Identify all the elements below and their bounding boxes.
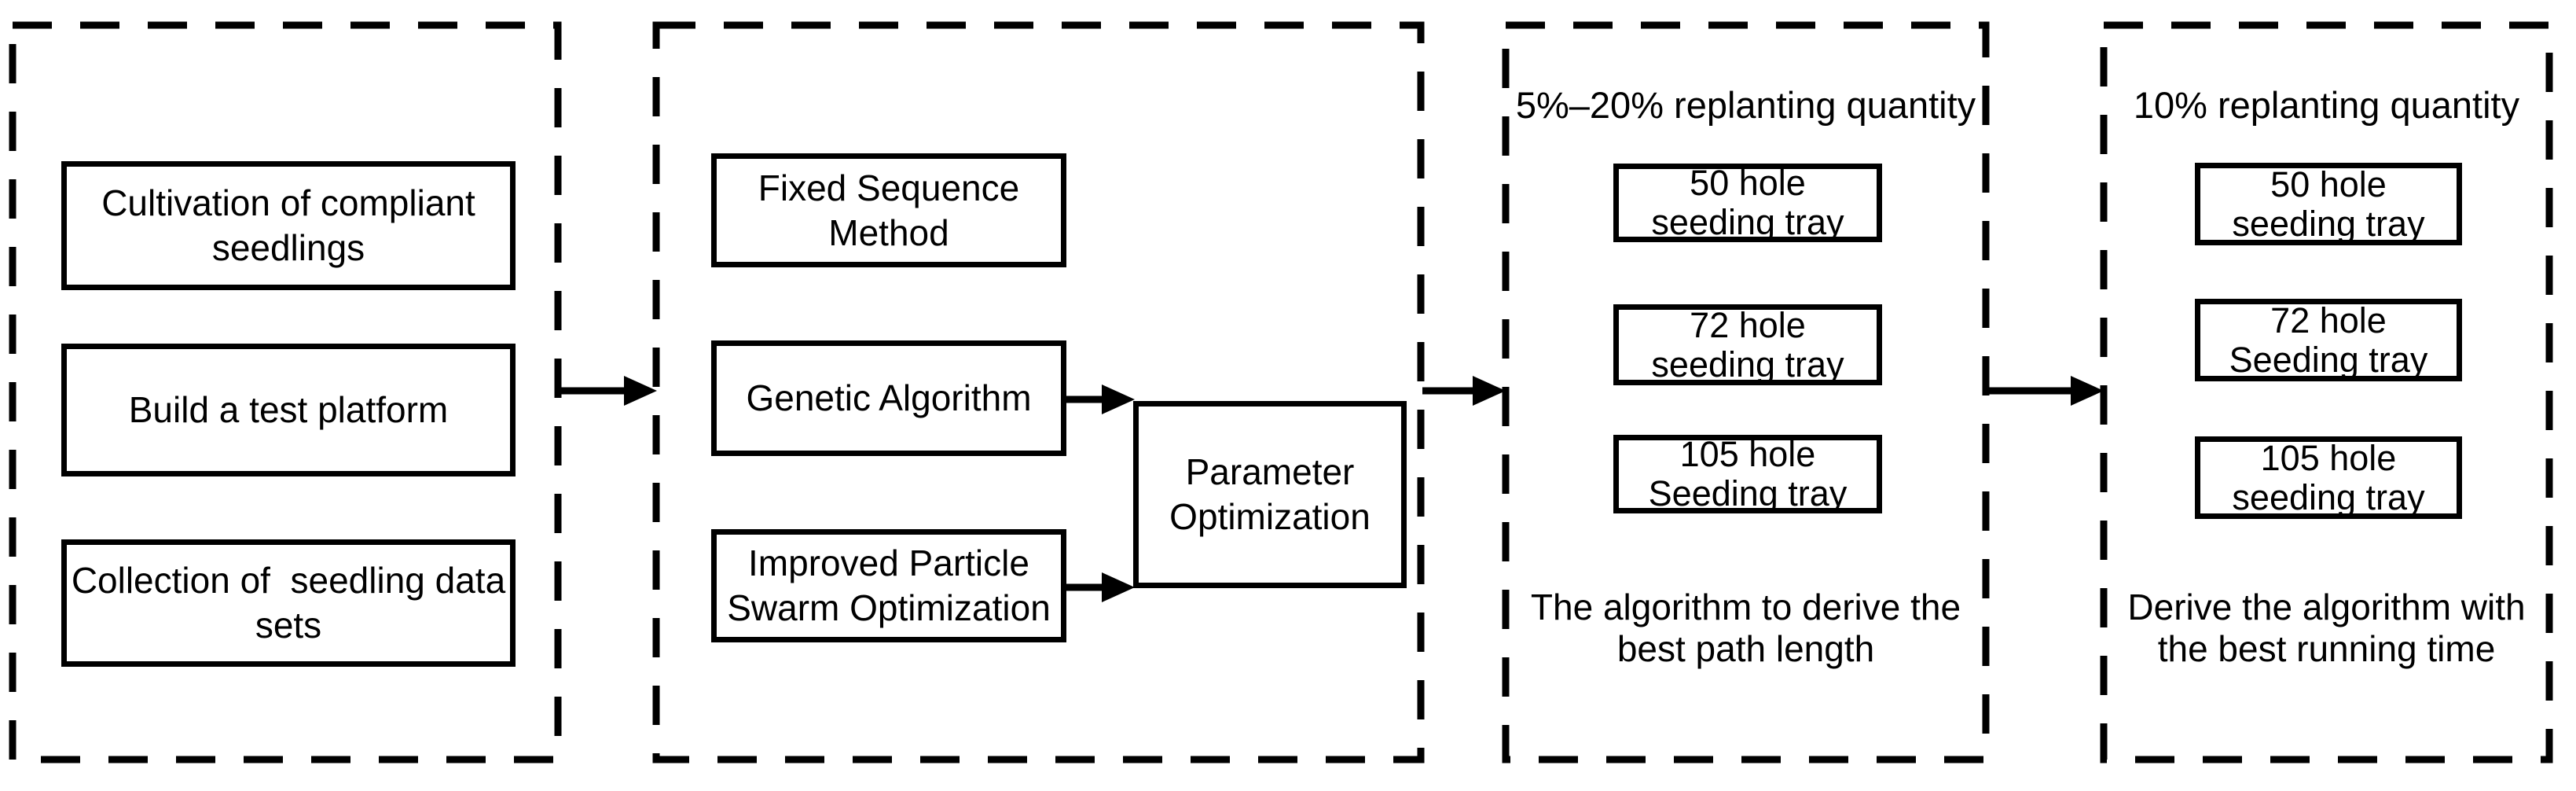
box-text-line: Optimization xyxy=(1169,496,1371,537)
arrow-swarm-to-parameter-icon xyxy=(1066,572,1135,602)
stage3-50-hole-seeding-tray-box: 50 hole seeding tray xyxy=(1613,164,1882,242)
arrow-genetic-to-parameter-icon xyxy=(1066,384,1135,414)
caption-line: The algorithm to derive the xyxy=(1530,587,1961,627)
collection-of-seedling-data-sets-box: Collection of seedling data sets xyxy=(61,539,516,667)
parameter-optimization-box: Parameter Optimization xyxy=(1133,401,1407,588)
box-text-line: Method xyxy=(828,212,949,253)
box-text-line: 105 hole xyxy=(1679,434,1816,474)
box-text-line: Genetic Algorithm xyxy=(746,377,1032,418)
stage3-caption: The algorithm to derive the best path le… xyxy=(1506,587,1986,670)
stage4-72-hole-seeding-tray-box: 72 hole Seeding tray xyxy=(2195,299,2462,381)
box-text-line: Collection of seedling data xyxy=(71,560,506,601)
caption-line: best path length xyxy=(1616,628,1875,669)
stage3-dashed-border xyxy=(1502,21,1990,763)
arrow-stage3-to-stage4-icon xyxy=(1987,376,2104,406)
stage4-caption: Derive the algorithm with the best runni… xyxy=(2104,587,2549,670)
stage4-50-hole-seeding-tray-box: 50 hole seeding tray xyxy=(2195,163,2462,245)
cultivation-of-compliant-seedlings-box: Cultivation of compliant seedlings xyxy=(61,161,516,290)
caption-line: Derive the algorithm with xyxy=(2127,587,2526,627)
box-text-line: 72 hole xyxy=(1690,304,1806,345)
box-text-line: Seeding tray xyxy=(1648,473,1848,513)
box-text-line: Parameter xyxy=(1185,451,1355,492)
box-text-line: 72 hole xyxy=(2270,300,2387,340)
caption-line: the best running time xyxy=(2157,628,2496,669)
box-text-line: seeding tray xyxy=(1651,202,1844,242)
box-text-line: Build a test platform xyxy=(128,389,449,430)
box-text-line: 105 hole xyxy=(2260,437,2397,478)
stage1-dashed-border xyxy=(9,21,562,763)
improved-particle-swarm-optimization-box: Improved Particle Swarm Optimization xyxy=(711,529,1066,642)
box-text-line: sets xyxy=(255,605,322,646)
box-text-line: 50 hole xyxy=(1690,163,1806,203)
box-text-line: Seeding tray xyxy=(2229,339,2428,380)
stage4-dashed-border xyxy=(2100,21,2553,763)
box-text-line: Cultivation of compliant xyxy=(101,182,475,223)
box-text-line: seedlings xyxy=(211,227,365,268)
stage3-72-hole-seeding-tray-box: 72 hole seeding tray xyxy=(1613,304,1882,385)
stage3-105-hole-seeding-tray-box: 105 hole Seeding tray xyxy=(1613,435,1882,513)
fixed-sequence-method-box: Fixed Sequence Method xyxy=(711,153,1066,267)
box-text-line: seeding tray xyxy=(2232,476,2425,517)
box-text-line: Improved Particle xyxy=(748,543,1029,583)
box-text-line: seeding tray xyxy=(2232,203,2425,244)
box-text-line: 50 hole xyxy=(2270,164,2387,204)
genetic-algorithm-box: Genetic Algorithm xyxy=(711,340,1066,456)
build-a-test-platform-box: Build a test platform xyxy=(61,344,516,476)
arrow-stage2-to-stage3-icon xyxy=(1422,376,1506,406)
stage4-105-hole-seeding-tray-box: 105 hole seeding tray xyxy=(2195,436,2462,519)
box-text-line: Swarm Optimization xyxy=(727,587,1051,628)
box-text-line: seeding tray xyxy=(1651,344,1844,384)
box-text-line: Fixed Sequence xyxy=(758,167,1020,208)
stage3-title: 5%–20% replanting quantity xyxy=(1515,84,1976,126)
arrow-stage1-to-stage2-icon xyxy=(559,376,657,406)
stage4-title: 10% replanting quantity xyxy=(2133,84,2520,126)
